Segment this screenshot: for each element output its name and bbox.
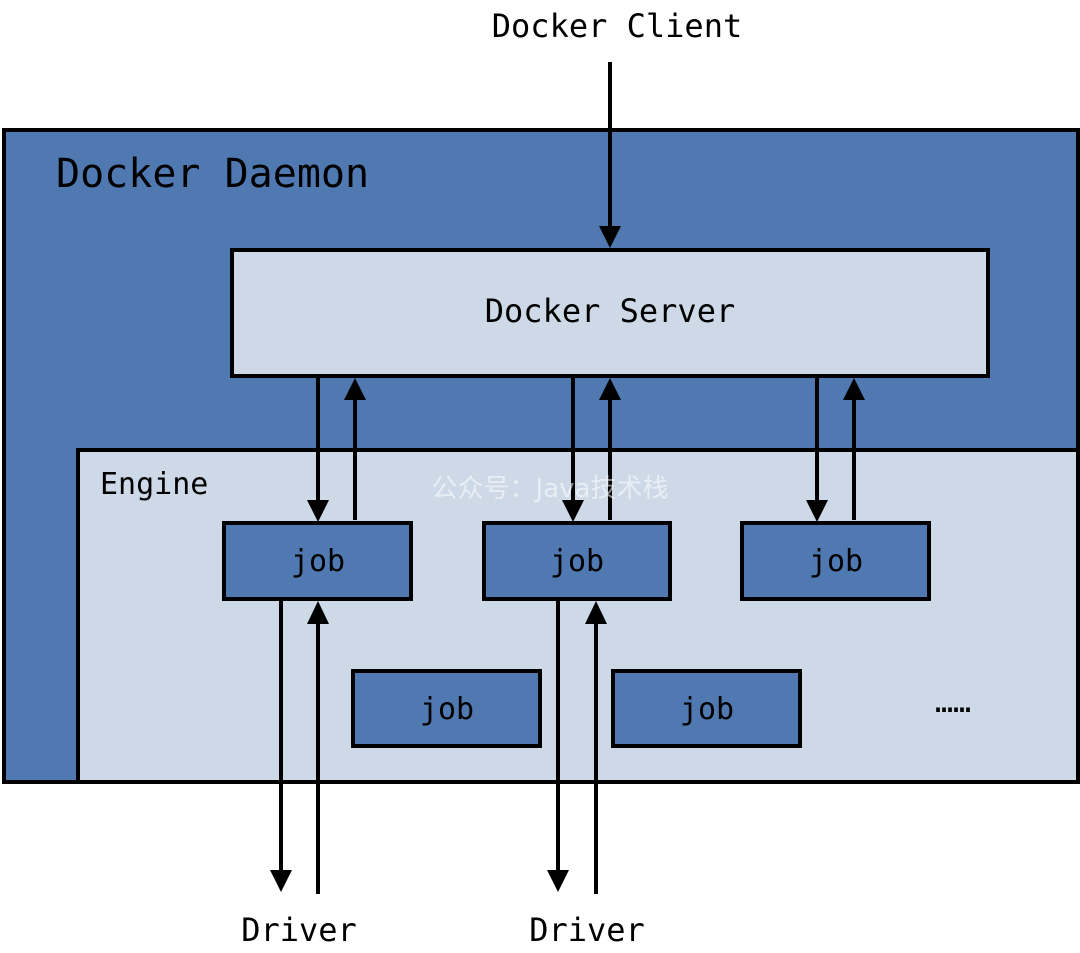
job-label: job [809, 544, 863, 579]
job-box: job [611, 669, 802, 748]
job-box: job [482, 521, 672, 601]
job-box: job [740, 521, 931, 601]
job-label: job [680, 692, 734, 727]
daemon-label: Docker Daemon [56, 151, 369, 197]
client-label: Docker Client [492, 7, 742, 45]
job-label: job [420, 692, 474, 727]
client-to-server-arrow [599, 62, 621, 248]
job-box: job [351, 669, 542, 748]
job-box: job [222, 521, 413, 601]
driver-label: Driver [241, 911, 357, 949]
more-jobs-ellipsis: …… [935, 685, 971, 720]
watermark-text: 公众号：Java技术栈 [432, 474, 669, 504]
server-box [230, 248, 990, 378]
engine-label: Engine [100, 467, 208, 502]
server-label: Docker Server [485, 292, 735, 330]
job-label: job [550, 544, 604, 579]
job-label: job [291, 544, 345, 579]
driver-label: Driver [529, 911, 645, 949]
job-driver-arrows [270, 601, 607, 894]
server-job-arrows [307, 378, 865, 522]
